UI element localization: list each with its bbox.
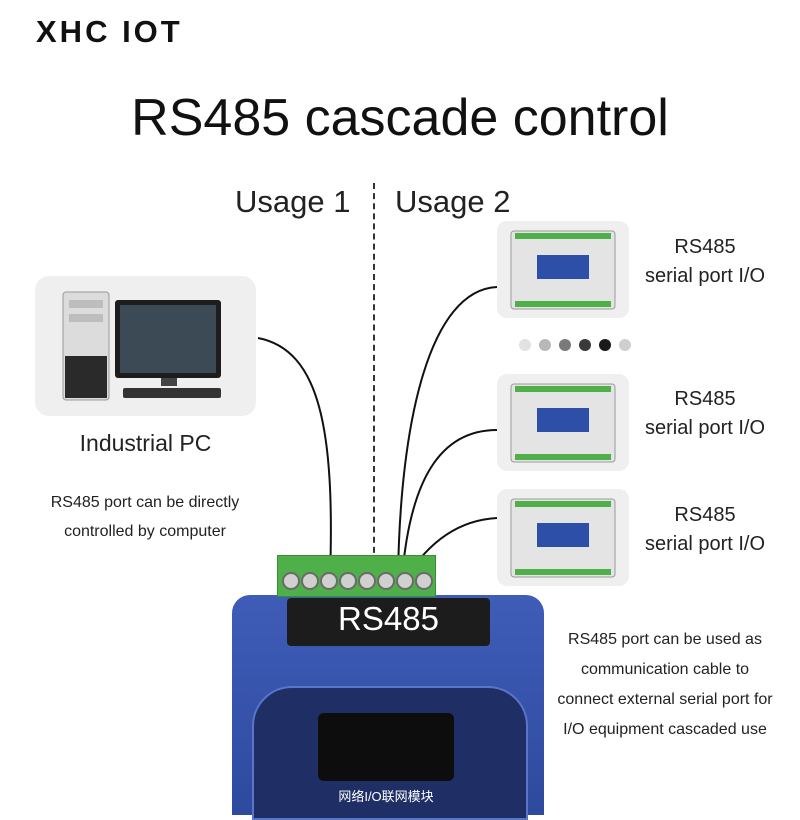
device-nameplate: 网络I/O联网模块 xyxy=(338,789,434,804)
io-module-label: RS485 serial port I/O xyxy=(644,388,766,439)
terminal-screw xyxy=(358,572,376,590)
ellipsis-dot xyxy=(559,339,571,351)
terminal-screw xyxy=(415,572,433,590)
io-module-card xyxy=(497,489,629,586)
io-module-card xyxy=(497,374,629,471)
pc-description: RS485 port can be directly controlled by… xyxy=(50,494,240,540)
usage-1-label: Usage 1 xyxy=(235,184,351,219)
ellipsis-dot xyxy=(519,339,531,351)
terminal-screw xyxy=(301,572,319,590)
terminal-screw xyxy=(282,572,300,590)
industrial-pc-label: Industrial PC xyxy=(79,430,212,456)
terminal-screw xyxy=(339,572,357,590)
ellipsis-dot xyxy=(579,339,591,351)
io-module-label: RS485 serial port I/O xyxy=(644,236,766,287)
usage-2-label: Usage 2 xyxy=(395,184,511,219)
usage-divider xyxy=(373,183,375,563)
industrial-pc-icon xyxy=(62,291,221,401)
brand-logo: XHC IOT xyxy=(36,14,183,49)
io-module-card xyxy=(497,221,629,318)
ellipsis-dot xyxy=(539,339,551,351)
terminal-screw xyxy=(320,572,338,590)
ellipsis-dot xyxy=(599,339,611,351)
io-module-icon xyxy=(510,383,616,463)
io-module-icon xyxy=(510,498,616,578)
device-label: RS485 xyxy=(338,600,439,637)
io-module-icon xyxy=(510,230,616,310)
device-label-bar xyxy=(287,598,490,646)
cascade-description: RS485 port can be used as communication … xyxy=(557,631,773,738)
terminal-screw xyxy=(377,572,395,590)
industrial-pc-card xyxy=(35,276,256,416)
io-module-label: RS485 serial port I/O xyxy=(644,504,766,555)
terminal-screw xyxy=(396,572,414,590)
page-title: RS485 cascade control xyxy=(131,89,669,147)
ellipsis-dot xyxy=(619,339,631,351)
device-screen xyxy=(318,713,454,781)
